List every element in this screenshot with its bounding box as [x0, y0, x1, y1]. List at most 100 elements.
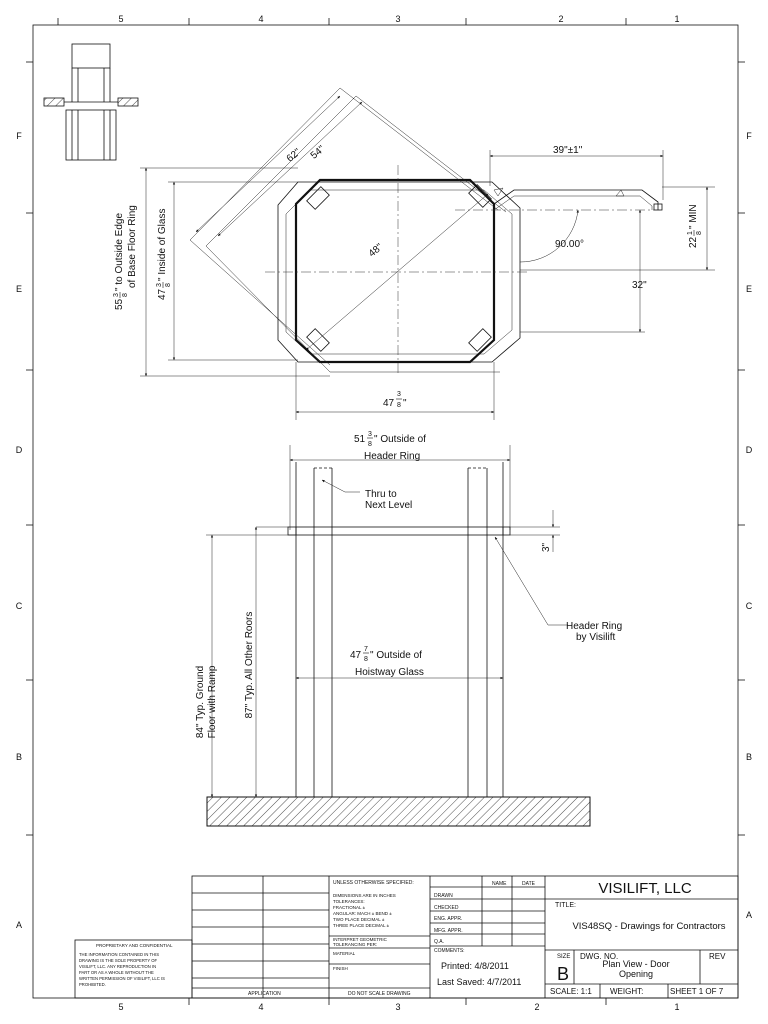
- role-drawn: DRAWN: [434, 893, 453, 899]
- role-comments: COMMENTS:: [434, 948, 465, 954]
- dim-47-glass-num: 3: [156, 283, 163, 287]
- zone-row-e-right: E: [746, 284, 752, 294]
- tol-line3: FRACTIONAL ±: [333, 905, 366, 910]
- unless-specified: UNLESS OTHERWISE SPECIFIED:: [333, 880, 414, 886]
- proprietary-title: PROPRIETARY AND CONFIDENTIAL: [96, 943, 173, 948]
- material: MATERIAL: [333, 951, 356, 956]
- outer-glass-outline: [285, 189, 513, 355]
- printed-date: Printed: 4/8/2011: [441, 961, 509, 971]
- proprietary-line4: PART OR AS A WHOLE WITHOUT THE: [79, 970, 154, 975]
- zone-col-1-bottom: 1: [674, 1002, 679, 1012]
- label-thru-1: Thru to: [365, 489, 397, 500]
- dim-51-num: 3: [368, 431, 372, 438]
- proprietary-line1: THE INFORMATION CONTAINED IN THIS: [79, 952, 159, 957]
- zone-labels-top: 5 4 3 2 1: [118, 14, 679, 24]
- weight: WEIGHT:: [610, 987, 643, 996]
- zone-labels-bottom: 5 4 3 2 1: [118, 1002, 679, 1012]
- tol-line4: ANGULAR: MACH ± BEND ±: [333, 911, 392, 916]
- tol-line5: TWO PLACE DECIMAL ±: [333, 917, 385, 922]
- role-eng-appr: ENG. APPR.: [434, 916, 462, 922]
- company-name: VISILIFT, LLC: [598, 880, 692, 897]
- dim-84-line1: 84" Typ. Ground: [195, 666, 206, 738]
- dim-47-width-suffix: ": [403, 398, 407, 409]
- title-label: TITLE:: [555, 902, 576, 909]
- zone-col-3-bottom: 3: [395, 1002, 400, 1012]
- zone-ticks: [26, 18, 745, 1005]
- dim-477-whole: 47: [350, 650, 362, 661]
- dim-55-line2: of Base Floor Ring: [127, 205, 138, 288]
- proprietary-line6: PROHIBITED.: [79, 982, 106, 987]
- size-value: B: [557, 964, 569, 984]
- floor-hatch: [206, 796, 591, 827]
- zone-col-4-bottom: 4: [258, 1002, 263, 1012]
- dim-55-den: 8: [122, 293, 129, 297]
- dim-51-whole: 51: [354, 434, 366, 445]
- dim-22-suffix: " MIN: [688, 204, 699, 229]
- zone-row-c-right: C: [746, 601, 753, 611]
- dim-84-line2: Floor with Ramp: [207, 665, 218, 738]
- dim-32: 32": [632, 280, 647, 291]
- dim-55-line1: " to Outside Edge: [114, 213, 125, 291]
- scale: SCALE: 1:1: [550, 987, 592, 996]
- dim-47-width-num: 3: [397, 391, 401, 398]
- zone-row-f-right: F: [746, 131, 752, 141]
- dim-47-width-den: 8: [397, 402, 401, 409]
- header-ring: [287, 526, 511, 536]
- role-mfg-appr: MFG. APPR.: [434, 928, 463, 934]
- dim-22-num: 1: [687, 231, 694, 235]
- dim-47-width-whole: 47: [383, 398, 395, 409]
- sheet-number: SHEET 1 OF 7: [670, 987, 724, 996]
- label-thru-2: Next Level: [365, 500, 412, 511]
- dim-477-line2: Hoistway Glass: [355, 667, 424, 678]
- dim-87: 87" Typ. All Other Roors: [244, 612, 255, 719]
- dim-47-hoistway: 47 7 8 " Outside of Hoistway Glass: [350, 646, 424, 678]
- dim-477-line1: " Outside of: [370, 650, 422, 661]
- dim-47-glass-suffix: " Inside of Glass: [157, 209, 168, 281]
- role-qa: Q.A.: [434, 939, 444, 945]
- dim-62: 62": [285, 146, 304, 164]
- dim-22-min: 22 1 8 " MIN: [687, 204, 703, 248]
- label-header-ring-2: by Visilift: [576, 632, 615, 643]
- do-not-scale: DO NOT SCALE DRAWING: [348, 991, 411, 997]
- zone-row-a-right: A: [746, 910, 752, 920]
- dim-477-den: 8: [364, 656, 368, 663]
- dim-55: 55 3 8 " to Outside Edge of Base Floor R…: [113, 205, 138, 310]
- zone-row-f: F: [16, 131, 22, 141]
- detail-view-column: [43, 43, 139, 161]
- application: APPLICATION: [248, 991, 281, 997]
- finish: FINISH: [333, 966, 348, 971]
- last-saved: Last Saved: 4/7/2011: [437, 977, 521, 987]
- dim-55-num: 3: [113, 293, 120, 297]
- dwg-label: DWG. NO.: [580, 952, 618, 961]
- tol-line2: TOLERANCES:: [333, 899, 365, 904]
- zone-row-b-right: B: [746, 752, 752, 762]
- plan-view: [140, 87, 715, 377]
- dim-47-glass: 47 3 8 " Inside of Glass: [156, 209, 172, 300]
- label-header-ring-1: Header Ring: [566, 621, 622, 632]
- inside-glass-octagon: [294, 178, 496, 364]
- dim-51-line2: Header Ring: [364, 451, 420, 462]
- dim-47-glass-den: 8: [165, 283, 172, 287]
- dim-angle: 90.00°: [555, 239, 584, 250]
- corner-bracket-br: [468, 328, 492, 352]
- zone-row-d-right: D: [746, 445, 753, 455]
- zone-row-labels: F E D C B A F E D C B A: [16, 131, 753, 930]
- dim-47-glass-whole: 47: [157, 288, 168, 300]
- sheet-border: [32, 24, 739, 999]
- dim-51-header: 51 3 8 " Outside of Header Ring: [354, 431, 426, 462]
- door-opening-outline: [493, 189, 659, 210]
- role-checked: CHECKED: [434, 905, 459, 911]
- drawing-title: VIS48SQ - Drawings for Contractors: [572, 921, 725, 932]
- proprietary-line2: DRAWING IS THE SOLE PROPERTY OF: [79, 958, 157, 963]
- dim-48: 48": [367, 241, 386, 259]
- zone-row-c: C: [16, 601, 23, 611]
- zone-row-a: A: [16, 920, 22, 930]
- dim-51-den: 8: [368, 441, 372, 448]
- interpret-line1: INTERPRET GEOMETRIC: [333, 937, 388, 942]
- zone-col-2: 2: [558, 14, 563, 24]
- zone-row-e: E: [16, 284, 22, 294]
- rev-label: REV: [709, 952, 726, 961]
- zone-col-2-bottom: 2: [534, 1002, 539, 1012]
- zone-col-5: 5: [118, 14, 123, 24]
